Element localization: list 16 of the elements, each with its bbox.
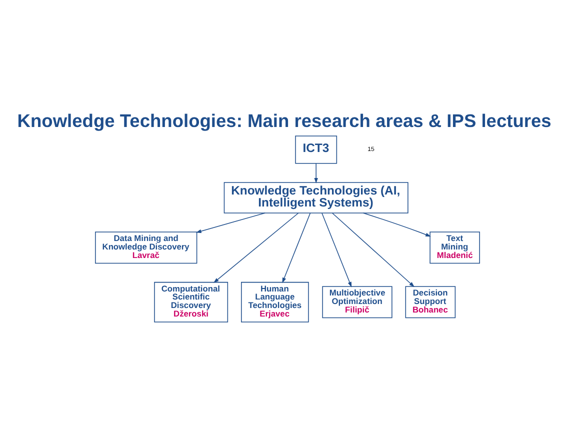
node-box: Knowledge Technologies (AI, Intelligent Systems) (224, 182, 408, 213)
arrow (362, 212, 431, 236)
arrow (282, 212, 311, 283)
node-box: Text Mining Mladenić (430, 231, 480, 264)
node-box: Computational Scientific Discovery Džeroski (154, 281, 228, 322)
arrow (314, 162, 318, 183)
arrow (214, 212, 299, 282)
node-box: Decision Support Bohanec (405, 286, 456, 318)
node-box: Human Language Technologies Erjavec (241, 281, 309, 322)
arrow (322, 212, 352, 287)
arrow (196, 212, 266, 233)
arrow (332, 212, 414, 287)
node-box: ICT3 (295, 135, 338, 164)
node-box: Data Mining and Knowledge Discovery Lavrač (95, 231, 198, 264)
node-box: Multiobjective Optimization Filipič (322, 286, 392, 318)
diagram-title: Knowledge Technologies: Main research areas & IPS lectures (17, 109, 552, 130)
